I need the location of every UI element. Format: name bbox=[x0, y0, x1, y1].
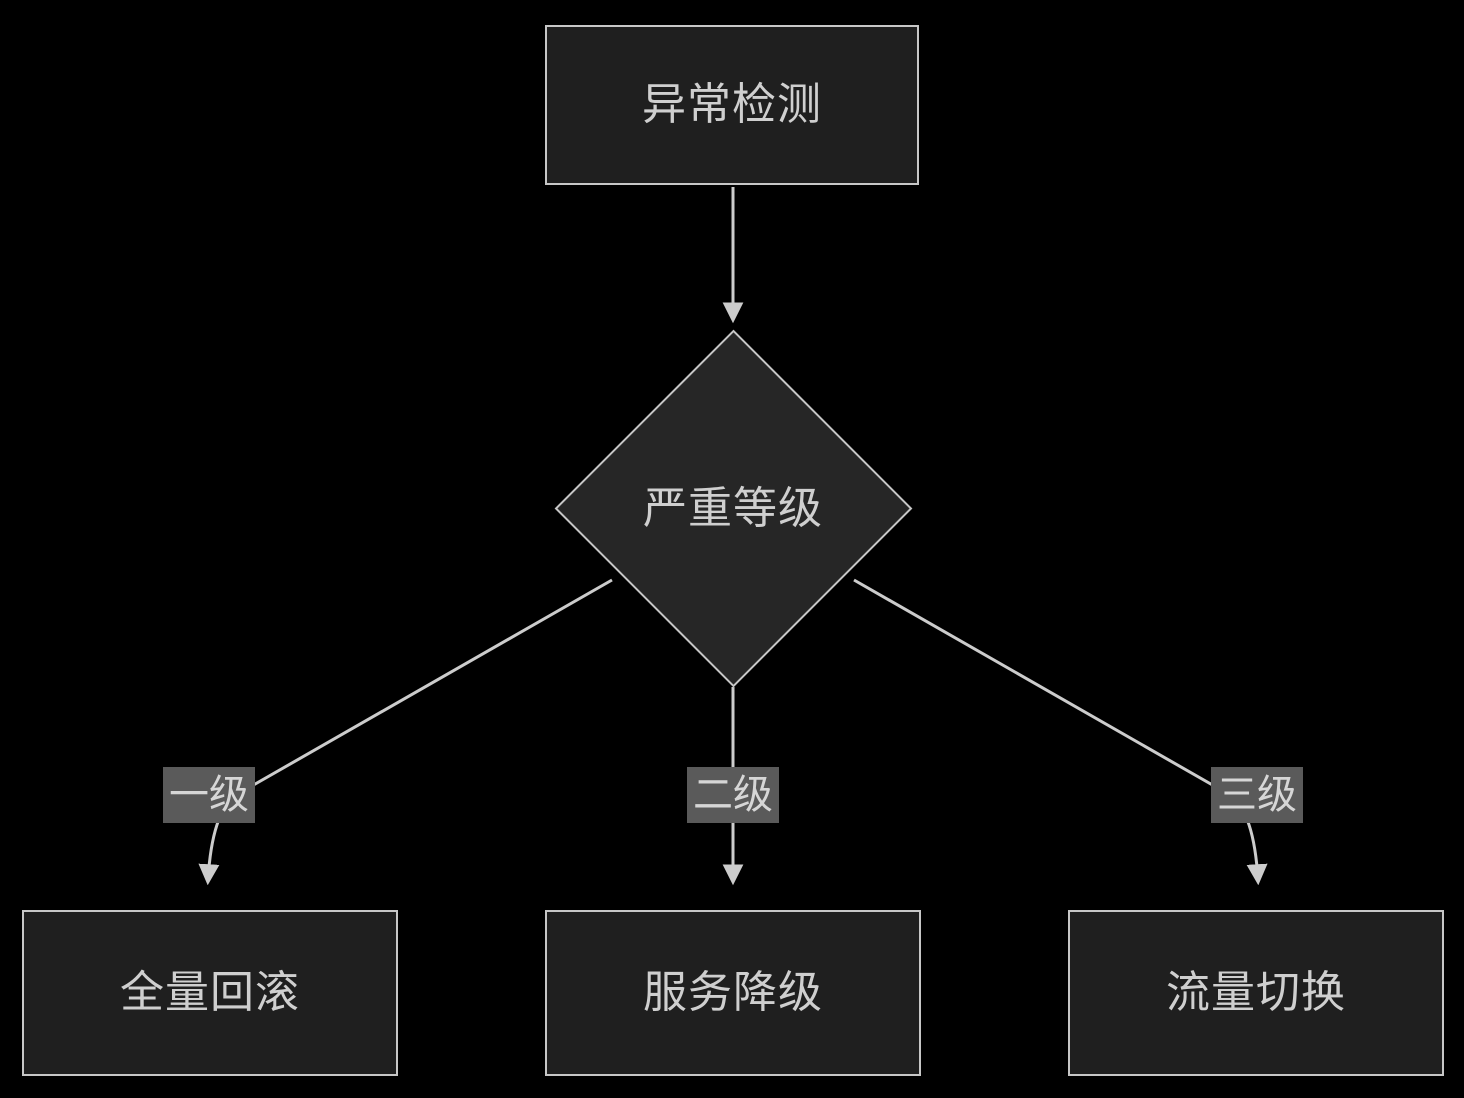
edge-severity-traffic bbox=[853, 578, 1268, 886]
node-full-rollback-label: 全量回滚 bbox=[120, 968, 300, 1017]
node-anomaly-detection[interactable]: 异常检测 bbox=[545, 25, 919, 185]
node-full-rollback[interactable]: 全量回滚 bbox=[22, 910, 398, 1076]
edge-label-level-2: 二级 bbox=[687, 767, 779, 823]
edge-label-level-1: 一级 bbox=[163, 767, 255, 823]
node-anomaly-detection-label: 异常检测 bbox=[642, 80, 822, 129]
edge-label-level-3-text: 三级 bbox=[1217, 773, 1297, 817]
node-traffic-switch[interactable]: 流量切换 bbox=[1068, 910, 1444, 1076]
edge-label-level-1-text: 一级 bbox=[169, 773, 249, 817]
node-traffic-switch-label: 流量切换 bbox=[1166, 968, 1346, 1017]
node-service-degradation-label: 服务降级 bbox=[643, 968, 823, 1017]
node-service-degradation[interactable]: 服务降级 bbox=[545, 910, 921, 1076]
edge-label-level-3: 三级 bbox=[1211, 767, 1303, 823]
edge-label-level-2-text: 二级 bbox=[693, 773, 773, 817]
edge-severity-rollback bbox=[198, 578, 613, 886]
